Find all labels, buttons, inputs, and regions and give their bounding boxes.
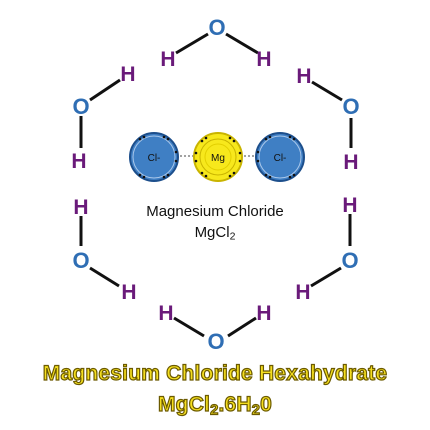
bond <box>227 316 257 338</box>
oxygen-atom: O <box>72 94 89 119</box>
chloride-label: Cl- <box>274 153 287 164</box>
oxygen-atom: O <box>342 94 359 119</box>
chloride-ion-left: Cl- <box>129 132 179 182</box>
magnesium-label: Mg <box>211 153 225 164</box>
water-molecule-bottom: H O H <box>158 302 271 354</box>
bond <box>175 32 209 55</box>
oxygen-atom: O <box>72 248 89 273</box>
bond <box>173 316 205 338</box>
oxygen-atom: O <box>207 329 224 354</box>
title-line-2: MgCl2.6H20 <box>0 392 430 419</box>
hydrogen-atom: H <box>256 48 271 71</box>
magnesium-chloride-molecule: Cl- Mg <box>129 132 305 182</box>
hydrogen-atom: H <box>295 281 310 304</box>
title-subscript-b: 2 <box>251 402 261 419</box>
bond <box>89 78 121 102</box>
hydrogen-atom: H <box>120 63 135 86</box>
hydrogen-atom: H <box>160 48 175 71</box>
formula-base: MgCl <box>194 224 230 241</box>
formula-subscript: 2 <box>229 230 236 243</box>
oxygen-atom: O <box>208 15 225 40</box>
compound-name: Magnesium Chloride <box>146 203 284 220</box>
title-subscript-a: 2 <box>209 402 219 419</box>
hydrogen-atom: H <box>256 302 271 325</box>
compound-formula: MgCl2 <box>0 224 430 243</box>
hydrogen-atom: H <box>343 151 358 174</box>
title-formula-c: 0 <box>260 392 273 416</box>
title-formula-a: MgCl <box>157 392 211 416</box>
water-molecule-lower-left: H O H <box>72 196 136 304</box>
bond <box>89 266 120 288</box>
hydrogen-atom: H <box>121 281 136 304</box>
hydrogen-atom: H <box>342 194 357 217</box>
magnesium-ion: Mg <box>193 132 243 182</box>
water-molecule-upper-left: O H H <box>71 63 135 173</box>
title-formula-b: .6H <box>218 392 252 416</box>
bond <box>310 266 342 288</box>
water-molecule-lower-right: H O H <box>295 194 358 304</box>
bond <box>311 80 343 102</box>
hydrogen-atom: H <box>71 150 86 173</box>
hydrogen-atom: H <box>296 65 311 88</box>
hydrogen-atom: H <box>73 196 88 219</box>
chloride-ion-right: Cl- <box>255 132 305 182</box>
water-molecule-top: O H H <box>160 15 271 71</box>
water-molecule-upper-right: H O H <box>296 65 359 174</box>
bond <box>225 32 259 55</box>
oxygen-atom: O <box>341 248 358 273</box>
title-line-1: Magnesium Chloride Hexahydrate <box>42 361 388 385</box>
chloride-label: Cl- <box>148 153 161 164</box>
hydrogen-atom: H <box>158 302 173 325</box>
